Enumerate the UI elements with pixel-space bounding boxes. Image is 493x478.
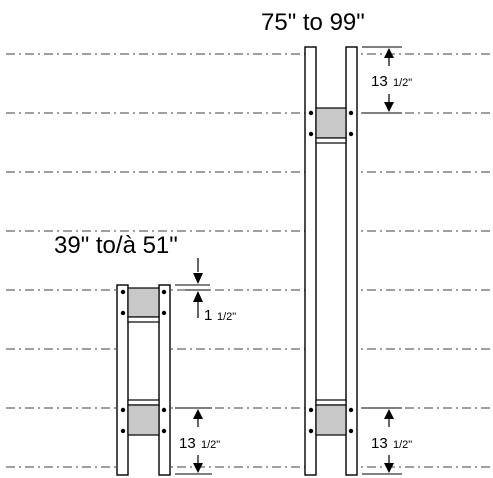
tall-bracket-unit	[304, 46, 358, 476]
short-top-offset-whole: 1	[204, 307, 212, 324]
short-top-offset-fraction: 1/2"	[217, 311, 236, 323]
short-bracket-unit	[116, 284, 171, 476]
tall-bottom-dimension-whole: 13	[371, 435, 388, 452]
tall-left-upright	[304, 46, 317, 476]
tall-screws	[308, 110, 354, 434]
short-lower-crossbar	[127, 399, 160, 406]
tall-upper-panel	[315, 107, 347, 139]
tall-right-upright	[345, 46, 358, 476]
short-upper-crossbar	[127, 316, 160, 323]
tall-top-dimension	[362, 46, 402, 114]
guide-lines	[6, 53, 490, 468]
tall-upper-crossbar	[315, 137, 347, 144]
short-unit-range-label: 39" to/à 51"	[54, 232, 178, 259]
short-right-upright	[158, 284, 171, 476]
short-left-upright	[116, 284, 129, 476]
short-screws	[120, 289, 167, 434]
short-bottom-dimension-fraction: 1/2"	[201, 439, 220, 451]
tall-bottom-dimension-fraction: 1/2"	[393, 439, 412, 451]
tall-top-dimension-whole: 13	[371, 73, 388, 90]
tall-lower-crossbar	[315, 399, 347, 406]
short-upper-panel	[127, 287, 160, 318]
tall-bottom-dimension	[362, 407, 402, 475]
short-lower-panel	[127, 404, 160, 436]
tall-lower-panel	[315, 404, 347, 436]
short-bottom-dimension-whole: 13	[179, 435, 196, 452]
tall-unit-range-label: 75" to 99"	[261, 9, 365, 36]
short-bottom-dimension	[175, 407, 212, 475]
tall-top-dimension-fraction: 1/2"	[393, 77, 412, 89]
short-top-offset-dimension	[175, 258, 210, 318]
